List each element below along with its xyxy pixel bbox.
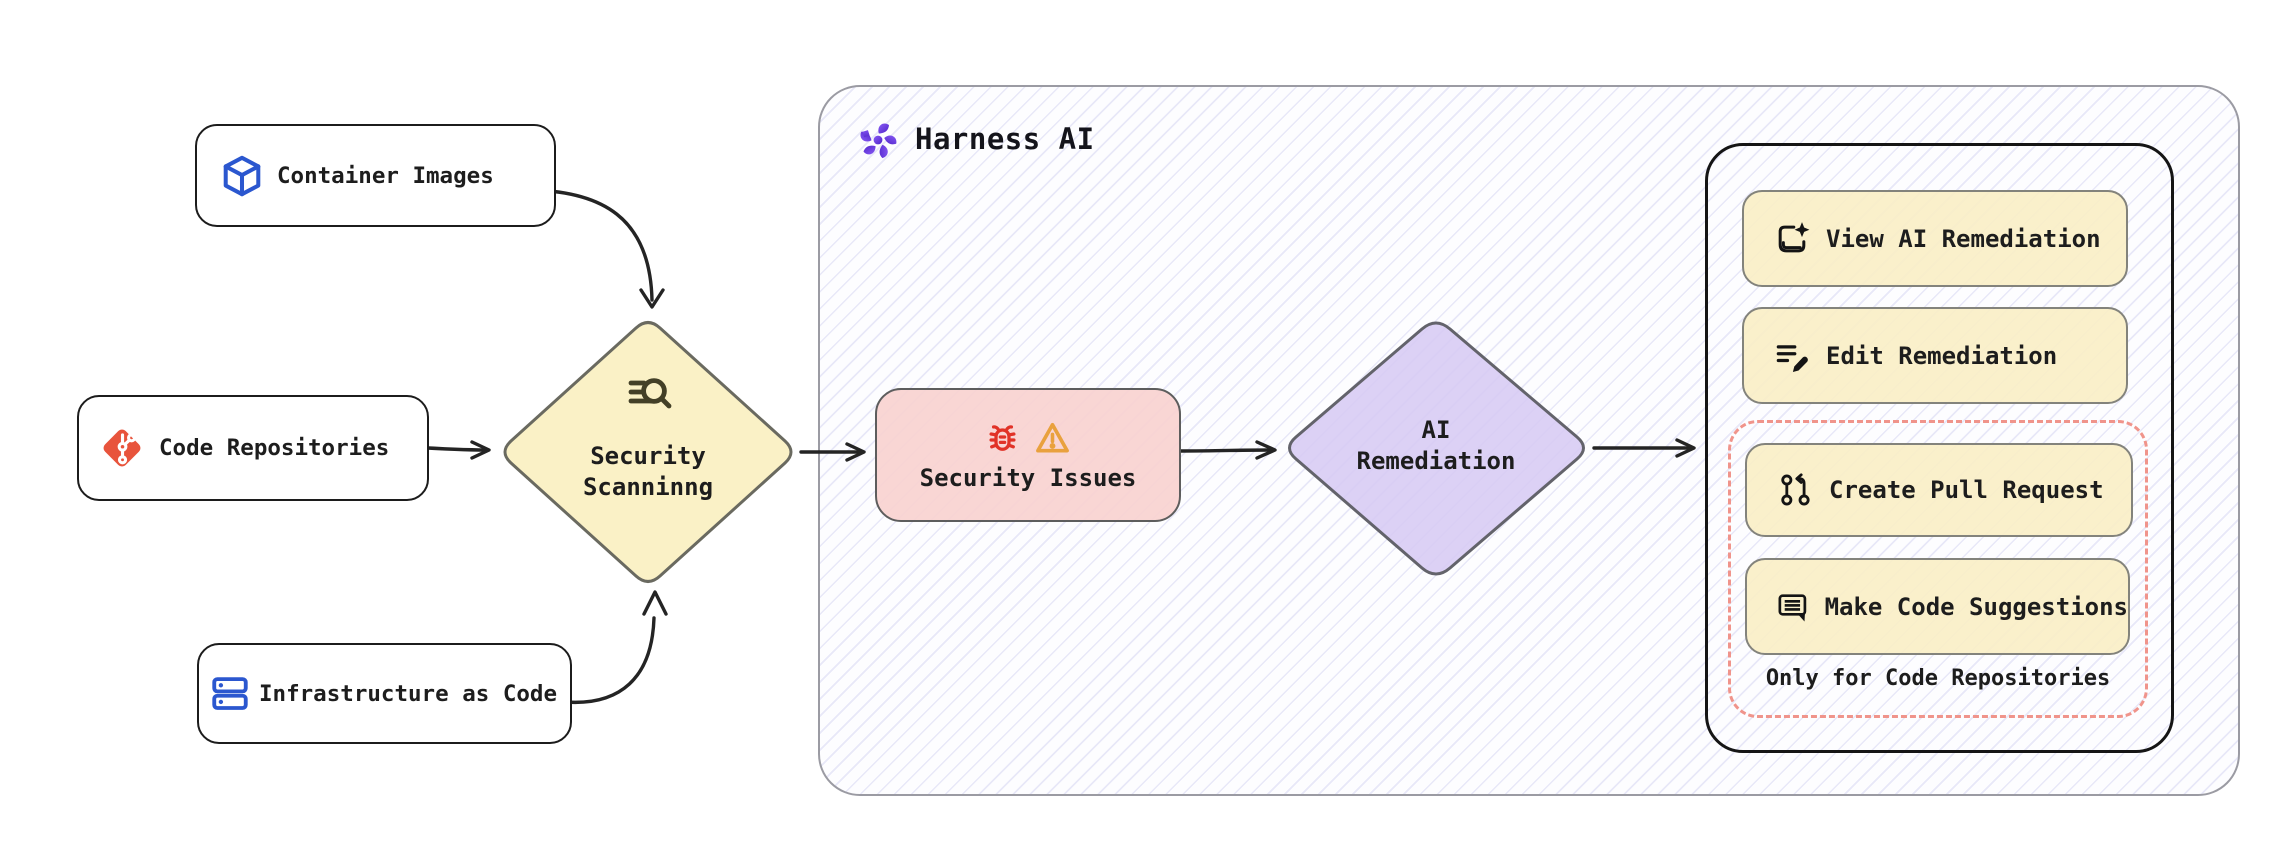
bug-icon bbox=[989, 424, 1016, 451]
node-security-issues: Security Issues bbox=[875, 388, 1181, 522]
make-code-suggestions-node: Make Code Suggestions bbox=[1745, 558, 2130, 655]
repo-only-dashed-group bbox=[1728, 420, 2148, 718]
harness-ai-title: Harness AI bbox=[915, 122, 1095, 156]
view-ai-remediation-node: View AI Remediation bbox=[1742, 190, 2128, 287]
security-scanning-label: Security Scanninng bbox=[498, 441, 798, 503]
node-label: Infrastructure as Code bbox=[259, 680, 558, 707]
node-code-repositories: Code Repositories bbox=[77, 395, 429, 501]
git-icon bbox=[103, 429, 141, 467]
comment-lines-icon bbox=[1778, 593, 1807, 622]
list-pencil-icon bbox=[1776, 344, 1808, 372]
node-label: Code Repositories bbox=[159, 435, 390, 461]
action-label: Make Code Suggestions bbox=[1824, 592, 2128, 621]
remediation-actions-panel bbox=[1705, 143, 2174, 753]
ai-remediation-label: AI Remediation bbox=[1286, 415, 1586, 477]
security-scanning-line2: Scanninng bbox=[582, 473, 714, 501]
create-pull-request-node: Create Pull Request bbox=[1745, 443, 2133, 537]
security-issues-icons bbox=[984, 419, 1072, 458]
ai-remediation-line2: Remediation bbox=[1356, 447, 1516, 475]
security-issues-label: Security Issues bbox=[919, 463, 1137, 492]
cube-icon bbox=[223, 155, 261, 196]
ai-remediation-line1: AI bbox=[1421, 416, 1451, 444]
server-icon bbox=[212, 676, 248, 710]
action-label: View AI Remediation bbox=[1826, 224, 2101, 253]
harness-pinwheel-icon bbox=[860, 123, 897, 159]
node-label: Container Images bbox=[277, 162, 494, 189]
node-container-images: Container Images bbox=[195, 124, 556, 227]
repo-only-note: Only for Code Repositories bbox=[1765, 666, 2111, 691]
action-label: Edit Remediation bbox=[1826, 341, 2058, 370]
pull-request-icon bbox=[1781, 473, 1810, 506]
search-list-icon bbox=[620, 370, 678, 420]
journal-sparkle-icon bbox=[1778, 221, 1810, 252]
warning-icon bbox=[1036, 422, 1069, 452]
harness-ai-header: Harness AI bbox=[854, 112, 1095, 166]
edit-remediation-node: Edit Remediation bbox=[1742, 307, 2128, 404]
security-scanning-line1: Security bbox=[590, 442, 706, 470]
action-label: Create Pull Request bbox=[1829, 476, 2104, 504]
node-infrastructure-as-code: Infrastructure as Code bbox=[197, 643, 572, 744]
